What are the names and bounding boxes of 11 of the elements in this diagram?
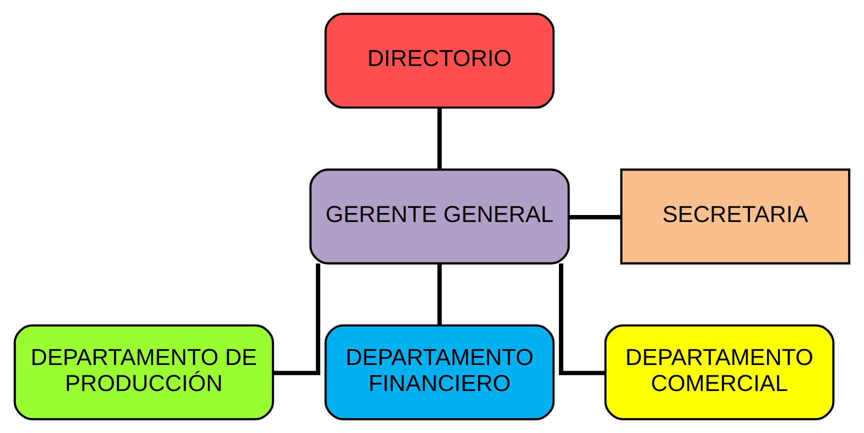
connector — [558, 263, 606, 376]
node-box: GERENTE GENERAL — [309, 168, 570, 264]
connector — [437, 264, 442, 326]
node-box: DIRECTORIO — [324, 12, 555, 109]
connector — [568, 215, 622, 220]
connector — [437, 108, 442, 170]
node-box: DEPARTAMENTO DE PRODUCCIÓN — [14, 324, 274, 420]
node-box: DEPARTAMENTO COMERCIAL — [604, 324, 834, 420]
node-box: DEPARTAMENTO FINANCIERO — [324, 324, 555, 420]
connector — [273, 263, 320, 376]
node-box: SECRETARIA — [620, 168, 850, 264]
